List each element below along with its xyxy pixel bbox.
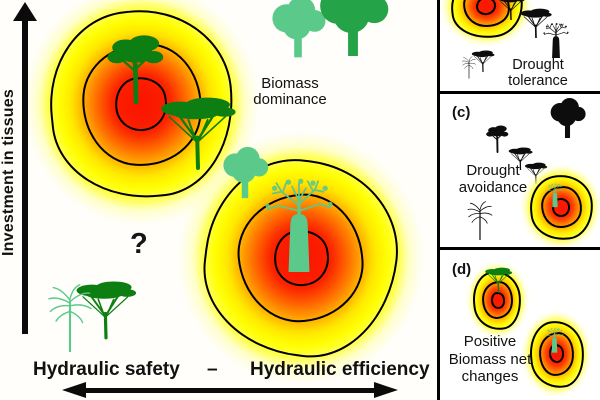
heat-gradient [521,311,592,397]
panel-caption: Positive Biomass net changes [444,333,536,386]
baobab-tree-icon [544,181,566,209]
fern-tree-icon [462,200,498,240]
x-axis-label-safety: Hydraulic safety [33,359,180,380]
x-axis-arrow-shaft [80,388,380,393]
y-axis-arrow [22,18,28,334]
y-axis-label: Investment in tissues [0,89,17,256]
round-tree-icon [543,98,592,138]
question-mark-annotation: ? [130,228,148,260]
heat-gradient [520,165,600,247]
y-axis-arrowhead-icon [13,2,37,21]
baobab-tree-icon [253,176,345,272]
panel-drought-avoidance: (c) Drought avoidance [440,94,600,250]
annotation-line: Biomass [261,75,319,92]
panel-caption: Drought tolerance [500,57,576,89]
caption-line: Biomass net [448,350,532,368]
caption-line: tolerance [508,72,568,89]
caption-line: changes [461,368,519,385]
fern-tree-icon [42,282,98,352]
baobab-tree-icon [538,22,574,58]
baobab-tree-icon [543,323,566,357]
round-tree-icon [300,0,406,56]
heatmap-blob [521,311,592,397]
x-axis-arrowhead-left-icon [62,382,86,398]
biomass-dominance-annotation: Biomass dominance [240,76,340,108]
x-axis-separator: – [207,359,218,380]
x-axis-arrowhead-right-icon [374,382,398,398]
acacia-tree-icon [483,267,514,293]
panel-positive-biomass: (d) Positive Biomass net changes [440,250,600,397]
heatmap-blob [520,165,600,247]
annotation-line: dominance [253,91,327,108]
acacia-tree-icon [470,50,496,72]
main-panel: Biomass dominance ? Investment in tissue… [0,0,430,399]
panel-drought-tolerance: Drought tolerance [440,0,600,94]
panel-label: (d) [452,261,472,278]
caption-line: Drought [512,57,564,73]
caption-line: Positive [463,333,517,350]
side-panel-column: Drought tolerance (c) Drought avoidance [437,0,600,400]
caption-line: Drought [466,162,520,179]
panel-label: (c) [452,104,471,121]
caption-line: avoidance [458,178,528,196]
x-axis-double-arrow [62,382,398,399]
x-axis-label-efficiency: Hydraulic efficiency [250,359,430,380]
panel-caption: Drought avoidance [448,162,538,196]
